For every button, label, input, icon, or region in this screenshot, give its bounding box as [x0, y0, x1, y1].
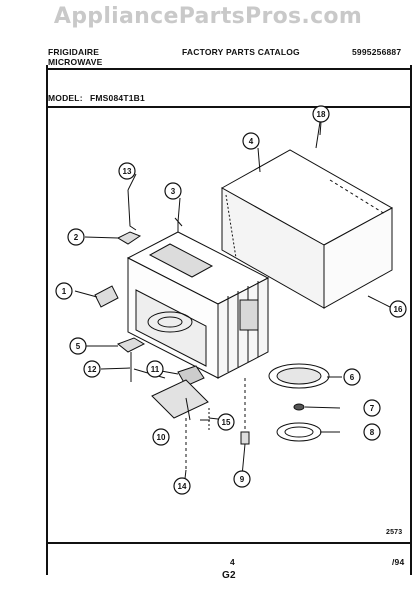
right-border [410, 65, 412, 575]
callout-8 [363, 423, 381, 441]
callout-10-label: 10 [157, 433, 166, 442]
callout-11 [146, 360, 164, 378]
model-label: MODEL: [48, 93, 83, 103]
callout-7-label: 7 [370, 404, 375, 413]
callout-3 [164, 182, 182, 200]
callout-5 [69, 337, 87, 355]
part-5-latch-shape [117, 337, 146, 353]
callout-2 [67, 228, 85, 246]
revision-date: /94 [392, 557, 405, 567]
footer-rule [46, 542, 412, 544]
callout-13 [118, 162, 136, 180]
brand-line-2: MICROWAVE [48, 57, 103, 67]
callout-18-label: 18 [317, 110, 326, 119]
callout-18 [312, 105, 330, 123]
coupler-shape [293, 403, 305, 411]
callout-1 [55, 282, 73, 300]
part-1-plate-shape [94, 285, 119, 308]
part-9-spacer-shape [240, 431, 250, 445]
callout-16 [389, 300, 407, 318]
callout-13-label: 13 [123, 167, 132, 176]
catalog-title: FACTORY PARTS CATALOG [182, 47, 300, 57]
callout-16-label: 16 [394, 305, 403, 314]
part-13-hook-shape [127, 189, 137, 231]
callout-2-label: 2 [74, 233, 79, 242]
brand-line-1: FRIGIDAIRE [48, 47, 100, 57]
figure-number: 2573 [386, 529, 403, 536]
left-border [46, 65, 48, 575]
callout-15-label: 15 [222, 418, 231, 427]
callout-11-label: 11 [151, 365, 160, 374]
catalog-number: 5995256887 [352, 47, 402, 57]
outer-cabinet-shape [220, 149, 394, 309]
section-code: G2 [222, 570, 236, 581]
roller-ring-shape [276, 422, 322, 442]
callout-12-label: 12 [88, 365, 97, 374]
header-rule [46, 68, 412, 70]
model-rule [46, 106, 412, 108]
callout-6-label: 6 [350, 373, 355, 382]
callout-9-label: 9 [240, 475, 245, 484]
callout-4-label: 4 [249, 137, 254, 146]
watermark: AppliancePartsPros.com [53, 4, 363, 29]
page-number: 4 [230, 557, 235, 567]
callout-3-label: 3 [171, 187, 176, 196]
model-number: FMS084T1B1 [90, 93, 145, 103]
part-2-bracket-shape [116, 231, 142, 245]
callout-10 [152, 428, 170, 446]
callout-4 [242, 132, 260, 150]
callout-14 [173, 477, 191, 495]
callout-1-label: 1 [62, 287, 67, 296]
callout-8-label: 8 [370, 428, 375, 437]
callout-9 [233, 470, 251, 488]
callout-15 [217, 413, 235, 431]
callout-7 [363, 399, 381, 417]
cavity-chassis-shape [126, 217, 270, 379]
part-10-base-shape [151, 379, 209, 419]
callout-5-label: 5 [76, 342, 81, 351]
callout-6 [343, 368, 361, 386]
callout-14-label: 14 [178, 482, 187, 491]
callout-12 [83, 360, 101, 378]
